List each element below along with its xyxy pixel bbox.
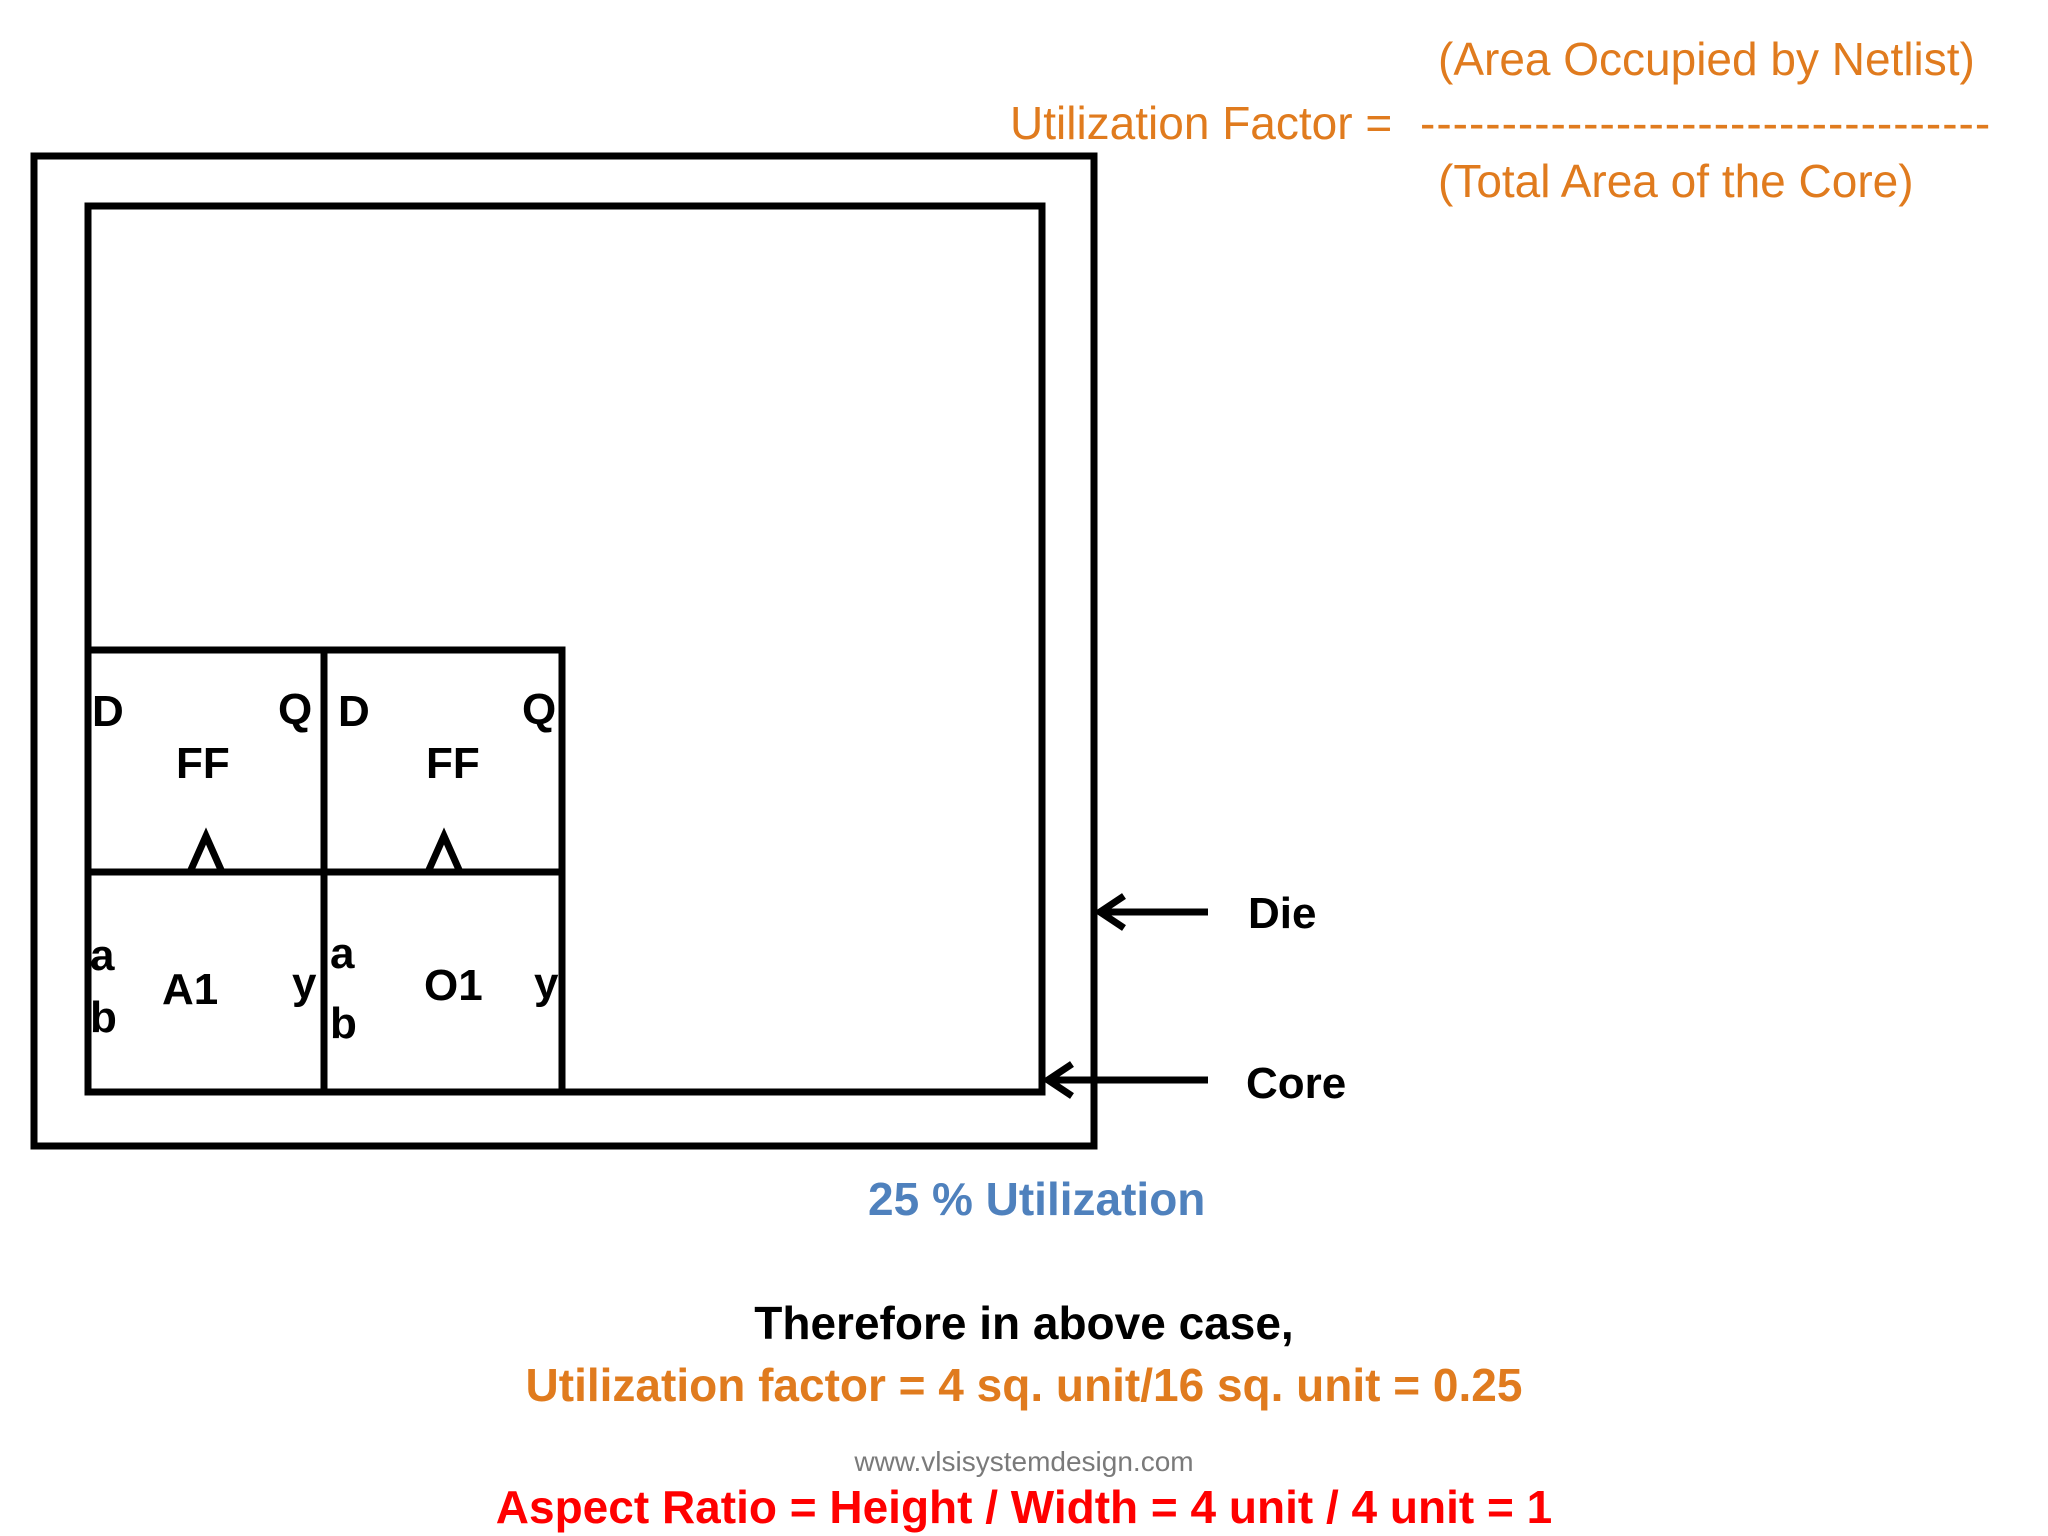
ff2-clock-icon (424, 827, 464, 874)
utilization-caption: 25 % Utilization (868, 1173, 1206, 1225)
and-gate-label: A1 (162, 965, 218, 1014)
ff2-input-pin: D (338, 687, 370, 736)
die-arrowhead-icon (1093, 893, 1126, 931)
ff1-clock-icon (186, 827, 226, 874)
and-input-b: b (90, 993, 117, 1042)
or-gate-label: O1 (424, 961, 483, 1010)
die-pointer: Die (1093, 889, 1316, 938)
formula-denominator: (Total Area of the Core) (1438, 155, 1914, 207)
flip-flop-cell-2: D Q FF (320, 646, 566, 876)
ff1-input-pin: D (92, 687, 124, 736)
ff2-output-pin: Q (522, 685, 556, 734)
or-gate-cell: a b O1 y (320, 868, 566, 1096)
and-input-a: a (90, 931, 115, 980)
and-output-y: y (292, 959, 317, 1008)
flip-flop-cell-1: D Q FF (84, 646, 328, 876)
watermark: www.vlsisystemdesign.com (854, 1446, 1194, 1477)
or-output-y: y (534, 959, 559, 1008)
ff1-label: FF (176, 739, 230, 788)
utilization-calculation: Utilization factor = 4 sq. unit/16 sq. u… (525, 1359, 1523, 1411)
explanation-intro: Therefore in above case, (754, 1297, 1294, 1349)
core-pointer: Core (1041, 1059, 1346, 1108)
formula-divider: ----------------------------------- (1420, 97, 1992, 149)
ff2-label: FF (426, 739, 480, 788)
core-label: Core (1246, 1059, 1346, 1108)
or-input-b: b (330, 999, 357, 1048)
and-gate-cell: a b A1 y (84, 868, 328, 1096)
aspect-ratio-calculation: Aspect Ratio = Height / Width = 4 unit /… (495, 1481, 1553, 1533)
formula-label: Utilization Factor = (1010, 97, 1393, 149)
ff1-output-pin: Q (278, 685, 312, 734)
or-input-a: a (330, 929, 355, 978)
die-outline (30, 152, 1098, 1150)
core-arrowhead-icon (1041, 1061, 1074, 1099)
die-label: Die (1248, 889, 1316, 938)
formula-numerator: (Area Occupied by Netlist) (1438, 33, 1975, 85)
